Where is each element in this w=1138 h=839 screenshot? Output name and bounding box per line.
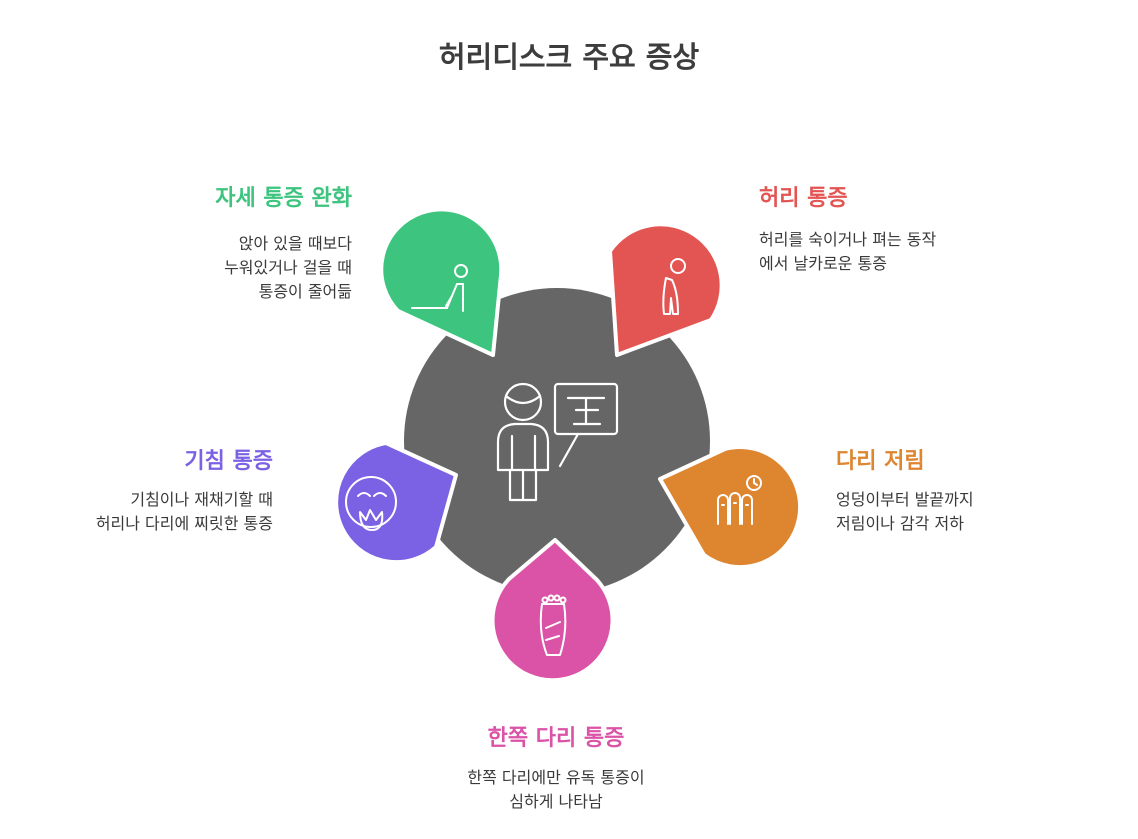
symptom-desc-posture-relief: 앉아 있을 때보다 누워있거나 걸을 때 통증이 줄어듦 [224,232,352,304]
lying-stretch-icon [411,264,468,312]
petal-back-pain [608,222,724,357]
desc-line: 통증이 줄어듦 [258,282,352,301]
foot-icon [539,594,567,656]
desc-line: 허리를 숙이거나 펴는 동작 [759,230,937,249]
symptom-desc-back-pain: 허리를 숙이거나 펴는 동작 에서 날카로운 통증 [759,228,936,276]
desc-line: 엉덩이부터 발끝까지 [836,490,974,509]
symptom-desc-leg-numbness: 엉덩이부터 발끝까지 저림이나 감각 저하 [836,488,974,536]
petal-leg-numbness [658,445,803,570]
desc-line: 허리나 다리에 찌릿한 통증 [95,514,273,533]
desc-line: 저림이나 감각 저하 [836,514,964,533]
page-title: 허리디스크 주요 증상 [438,40,700,74]
desc-line: 누워있거나 걸을 때 [224,258,352,277]
desc-line: 기침이나 재채기할 때 [130,490,273,509]
symptom-heading-posture-relief: 자세 통증 완화 [215,186,352,211]
central-hub [404,288,710,594]
symptom-heading-one-leg-pain: 한쪽 다리 통증 [487,726,625,751]
symptom-heading-leg-numbness: 다리 저림 [836,449,925,474]
desc-line: 심하게 나타남 [509,792,603,811]
petal-posture-relief [379,207,504,357]
xray-consultation-icon [496,382,619,502]
petal-one-leg-pain [490,538,615,683]
desc-line: 앉아 있을 때보다 [238,234,352,253]
symptom-desc-cough-pain: 기침이나 재채기할 때 허리나 다리에 찌릿한 통증 [96,488,273,536]
desc-line: 한쪽 다리에만 유독 통증이 [467,768,645,787]
numb-fingers-icon [717,475,762,525]
symptom-heading-back-pain: 허리 통증 [759,186,848,211]
coughing-face-icon [345,476,397,531]
desc-line: 에서 날카로운 통증 [759,254,887,273]
symptom-heading-cough-pain: 기침 통증 [184,449,273,474]
bending-person-icon [662,258,686,315]
petal-cough-pain [334,441,458,565]
symptom-desc-one-leg-pain: 한쪽 다리에만 유독 통증이 심하게 나타남 [356,766,756,814]
